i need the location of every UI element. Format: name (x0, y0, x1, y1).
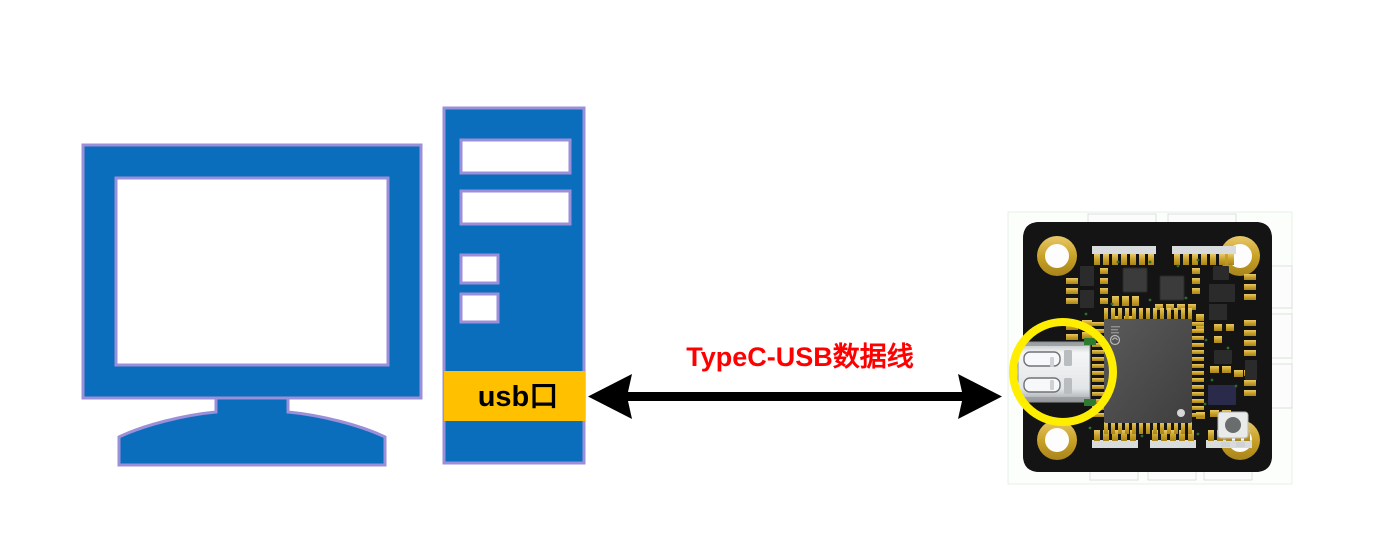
drive-bay-1 (459, 138, 572, 175)
smd-component-8 (1208, 385, 1236, 405)
usb-c-slot-lower (1023, 377, 1061, 393)
vias (1074, 258, 1238, 438)
monitor (81, 143, 423, 467)
smd-component-4 (1209, 284, 1235, 302)
usb-c-connector[interactable] (1017, 338, 1096, 406)
mounting-hole-bl (1045, 428, 1069, 452)
smd-component-3 (1213, 266, 1229, 280)
connection-arrow (588, 374, 1002, 419)
mcu-pin1-marker (1177, 409, 1185, 417)
usb-c-detail-1 (1064, 350, 1072, 366)
arrow-head-right (958, 374, 1002, 419)
usb-c-tab-top (1084, 338, 1096, 345)
tactile-button[interactable] (1217, 411, 1249, 439)
smd-component-5 (1209, 304, 1227, 320)
usb-port-label: usb口 (477, 381, 559, 413)
imu-chip-1 (1122, 267, 1148, 293)
pad-strip-top-1 (1092, 246, 1156, 254)
usb-c-detail-4 (1050, 380, 1054, 390)
imu-chip-2 (1159, 275, 1185, 301)
smd-pads (1082, 268, 1243, 419)
usb-c-shell (1017, 341, 1091, 403)
button-pad-1 (1221, 442, 1230, 447)
pad-row-top (1092, 246, 1236, 265)
mcu-chip (1092, 308, 1204, 434)
computer-tower (442, 106, 586, 465)
mcu-logo-icon (1109, 334, 1121, 346)
highlight-circle (1009, 318, 1117, 426)
smd-component-2 (1080, 290, 1094, 308)
drive-bay-2 (459, 189, 572, 226)
usb-c-tab-bottom (1084, 399, 1096, 406)
usb-c-detail-2 (1064, 378, 1072, 394)
mcu-logo-mark (1112, 337, 1118, 341)
usb-port[interactable] (444, 371, 585, 421)
smd-component-6 (1214, 350, 1232, 364)
usb-c-detail-3 (1050, 357, 1054, 367)
button-pad-2 (1236, 442, 1245, 447)
smd-component-1 (1080, 266, 1094, 286)
usb-c-shell-bottom (1018, 397, 1090, 402)
usb-c-shell-top (1018, 342, 1090, 346)
mounting-hole-tl (1045, 244, 1069, 268)
drive-bay-4 (459, 292, 500, 324)
monitor-screen (114, 176, 390, 367)
monitor-stand (117, 396, 387, 467)
arrow-shaft (610, 392, 988, 401)
cable-label: TypeC-USB数据线 (686, 342, 914, 372)
smd-component-7 (1245, 360, 1257, 380)
pcb-components (1023, 222, 1272, 472)
pad-strip-top-2 (1172, 246, 1236, 254)
drive-bay-3 (459, 253, 500, 285)
arrow-head-left (588, 374, 632, 419)
mcu-body (1104, 319, 1192, 423)
usb-c-slot-upper (1023, 351, 1061, 367)
flight-controller-board (1007, 211, 1293, 485)
